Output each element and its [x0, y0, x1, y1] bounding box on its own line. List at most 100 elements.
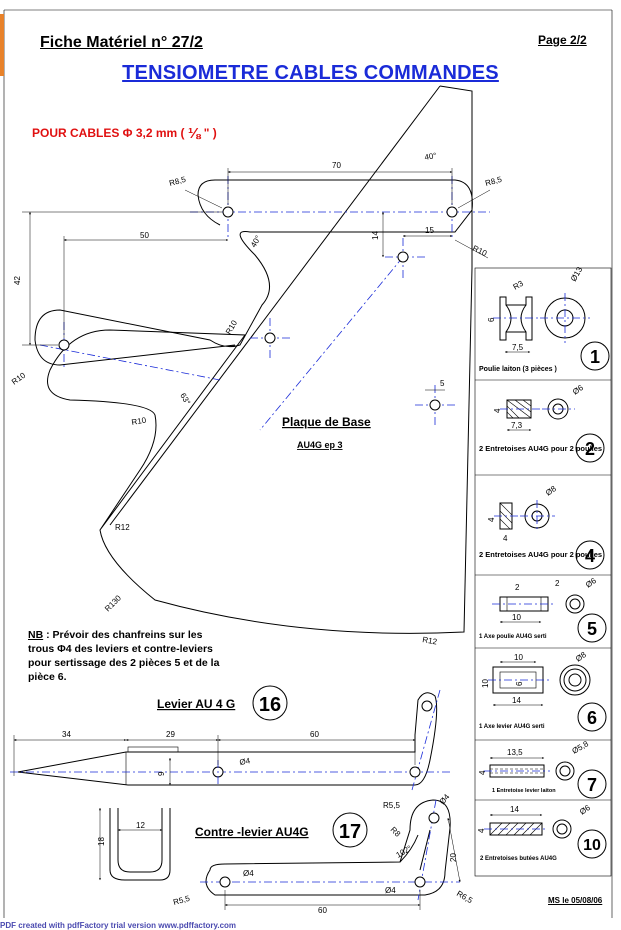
part-1-dim-7-5: 7,5	[512, 343, 524, 352]
part-4-label: 2 Entretoises AU4G pour 2 poulies	[479, 550, 602, 559]
part-7-number: 7	[587, 775, 597, 795]
counter-lever-d4-right: Ø4	[385, 886, 396, 895]
counter-lever-dim-60: 60	[318, 906, 327, 915]
counter-lever-17-drawing	[99, 799, 461, 910]
plate-name: Plaque de Base	[282, 415, 371, 429]
dim-5: 5	[440, 379, 445, 388]
angle-40-top: 40°	[424, 151, 437, 162]
lever-dim-34: 34	[62, 730, 71, 739]
part-7-dim-d5-8: Ø5,8	[571, 739, 591, 756]
angle-40-slot: 40°	[249, 234, 263, 249]
radius-r8-5-right: R8,5	[484, 175, 503, 188]
part-7-dim-4: 4	[478, 770, 487, 775]
part-1-dim-d13: Ø13	[569, 265, 585, 283]
part-6-number: 6	[587, 708, 597, 728]
radius-r10-slot: R10	[224, 318, 239, 336]
lever-16-drawing	[10, 689, 450, 791]
part-4-number: 4	[585, 546, 595, 566]
lever-dim-60: 60	[310, 730, 319, 739]
dim-15: 15	[425, 226, 434, 235]
part-2-number: 2	[585, 439, 595, 459]
part-5-label: 1 Axe poulie AU4G serti	[479, 634, 547, 640]
cable-note-text: POUR CABLES Φ 3,2 mm (	[32, 126, 185, 140]
counter-lever-r5-5-left: R5,5	[172, 894, 191, 907]
part-5-number: 5	[587, 619, 597, 639]
dim-14: 14	[371, 231, 380, 240]
cable-fraction: ⅛	[187, 125, 201, 142]
part-1-label: Poulie laiton (3 pièces )	[479, 366, 557, 373]
part-6-axle	[488, 661, 591, 706]
part-2-dim-7-3: 7,3	[511, 421, 523, 430]
page-title: TENSIOMETRE CABLES COMMANDES	[122, 62, 499, 84]
part-10-dim-14: 14	[510, 805, 519, 814]
counter-lever-dim-18: 18	[97, 837, 106, 846]
part-10-number: 10	[583, 837, 601, 854]
parts-table	[474, 267, 612, 877]
radius-r10-right: R10	[471, 244, 489, 259]
part-10-label: 2 Entretoises butées AU4G	[480, 856, 557, 862]
cable-note: POUR CABLES Φ 3,2 mm ( ⅛ " )	[32, 124, 217, 142]
radius-r8-5-left: R8,5	[168, 175, 187, 188]
part-7-spacer	[484, 757, 575, 781]
part-5-dim-2a: 2	[515, 583, 520, 592]
lever-dim-9: 9	[157, 771, 166, 776]
radius-r12-left: R12	[115, 523, 130, 532]
part-1-number: 1	[590, 347, 600, 367]
plate-material: AU4G ep 3	[297, 440, 343, 450]
dim-42: 42	[13, 276, 22, 285]
lever-dim-d4: Ø4	[239, 756, 252, 767]
counter-lever-r6-5: R6,5	[455, 889, 475, 906]
part-10-spacer	[484, 814, 572, 839]
part-5-axle	[492, 594, 585, 623]
radius-r12-right: R12	[422, 635, 439, 647]
nb-text: : Prévoir des chanfreins sur les trous Φ…	[28, 629, 220, 683]
part-2-label: 2 Entretoises AU4G pour 2 poulies	[479, 444, 602, 453]
radius-r10-left: R10	[10, 371, 28, 387]
part-4-dim-d8: Ø8	[544, 484, 558, 498]
part-6-dim-10: 10	[514, 653, 523, 662]
counter-lever-r8: R8	[389, 825, 403, 839]
part-4-spacer	[494, 500, 555, 532]
lever-dim-29: 29	[166, 730, 175, 739]
part-5-dim-10: 10	[512, 613, 521, 622]
part-7-label: 1 Entretoise levier laiton	[492, 788, 556, 794]
part-4-dim-4: 4	[487, 517, 496, 522]
counter-lever-d4-top: Ø4	[438, 792, 452, 806]
part-4-dim-4b: 4	[503, 534, 508, 543]
counter-lever-d4-left: Ø4	[243, 869, 254, 878]
radius-r130: R130	[103, 593, 123, 613]
sheet-reference: Fiche Matériel n° 27/2	[40, 34, 203, 51]
pdf-footer: PDF created with pdfFactory trial versio…	[0, 921, 237, 930]
lever-number: 16	[259, 694, 281, 716]
part-2-spacer	[500, 398, 575, 431]
part-10-dim-4: 4	[477, 828, 486, 833]
dim-50: 50	[140, 231, 149, 240]
part-10-dim-d6: Ø6	[578, 803, 592, 817]
counter-lever-dim-12: 12	[136, 821, 145, 830]
dim-70: 70	[332, 161, 341, 170]
page-number: Page 2/2	[538, 33, 587, 47]
part-6-dim-14: 14	[512, 696, 521, 705]
part-1-dim-6: 6	[487, 317, 496, 322]
nb-note: NB : Prévoir des chanfreins sur les trou…	[28, 628, 228, 684]
part-6-label: 1 Axe levier AU4G serti	[479, 724, 545, 730]
part-2-dim-d6: Ø6	[571, 383, 585, 397]
part-5-dim-2b: 2	[555, 579, 560, 588]
part-7-dim-13-5: 13,5	[507, 748, 523, 757]
counter-lever-name: Contre -levier AU4G	[195, 825, 309, 839]
part-6-dim-6: 6	[515, 681, 524, 686]
part-5-dim-d6: Ø6	[584, 576, 598, 590]
nb-prefix: NB	[28, 629, 44, 641]
cable-note-end: " )	[203, 126, 217, 140]
part-1-dim-r3: R3	[512, 279, 526, 292]
part-1-pulley	[493, 293, 590, 353]
angle-63: 63°	[178, 392, 192, 407]
lever-name: Levier AU 4 G	[157, 697, 235, 711]
counter-lever-r5-5-top: R5,5	[383, 801, 400, 810]
radius-r10-notch: R10	[131, 415, 148, 427]
part-2-dim-4: 4	[493, 408, 502, 413]
counter-lever-number: 17	[339, 821, 361, 843]
signature: MS le 05/08/06	[548, 896, 603, 905]
